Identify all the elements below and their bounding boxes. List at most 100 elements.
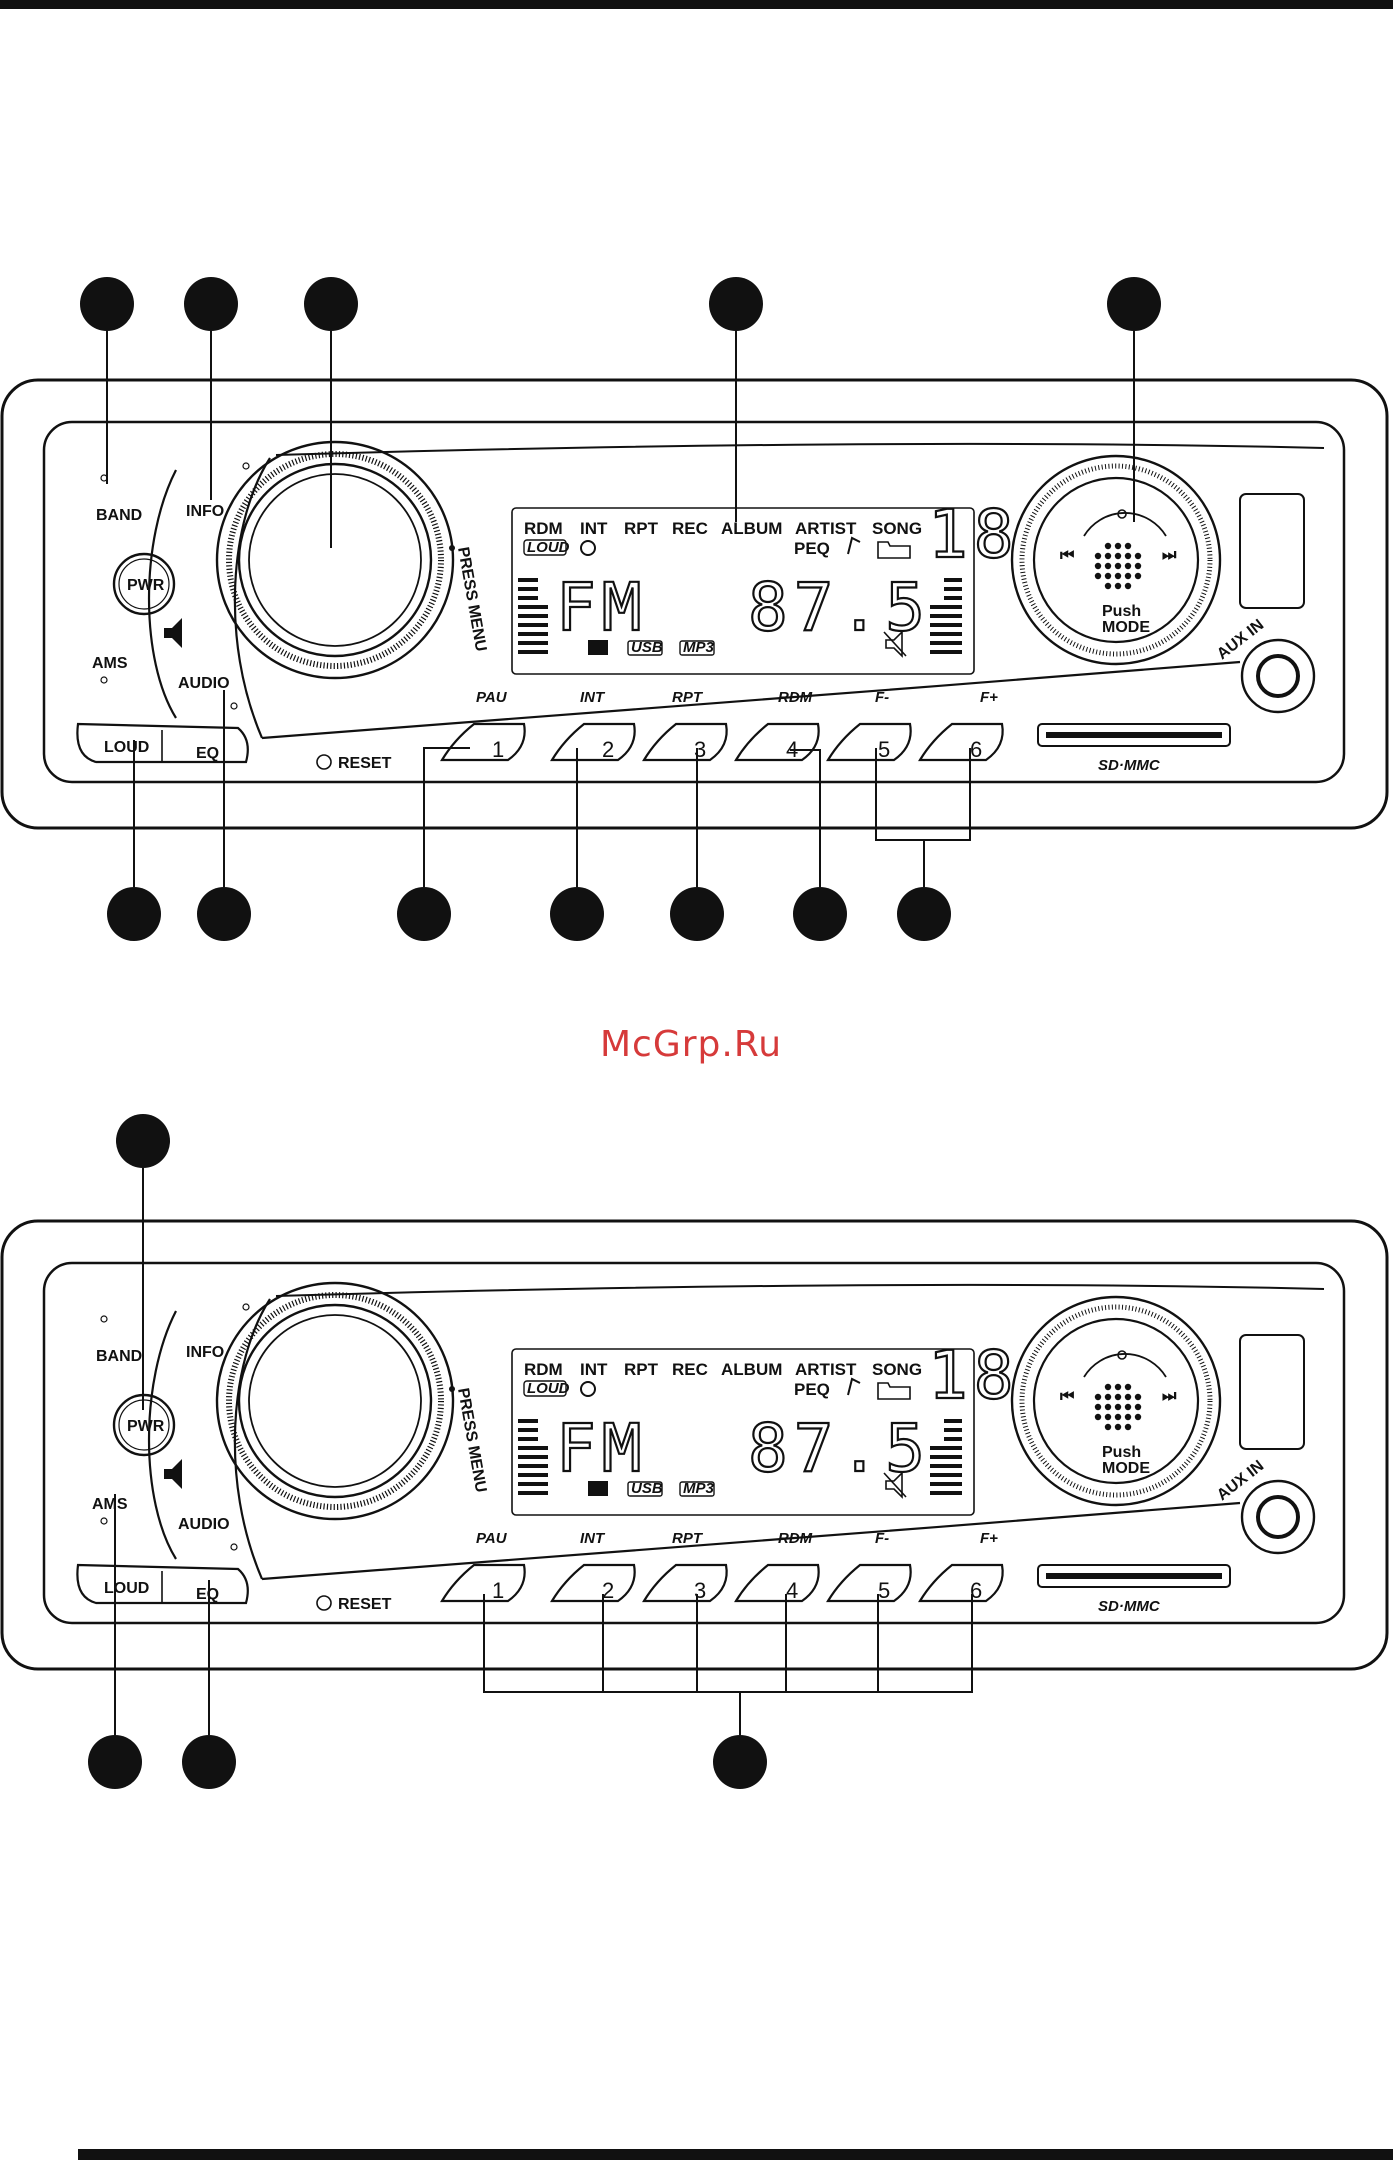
lcd-indicator-3: REC (672, 1360, 708, 1379)
aux-in-jack-outer[interactable] (1240, 638, 1316, 714)
preset-button-4[interactable]: 4 (734, 722, 820, 762)
right-level-bar (930, 623, 962, 627)
knob-bezel-curve (233, 1298, 271, 1580)
preset-number-4: 4 (786, 1578, 798, 1603)
mode-grille-dot (1134, 1403, 1142, 1411)
info-indicator-dot (242, 1303, 250, 1311)
callout-lower-2 (197, 887, 251, 941)
right-level-bar (944, 1437, 962, 1441)
band-button: BAND (96, 1348, 142, 1365)
preset-button-2[interactable]: 2 (550, 1563, 636, 1603)
audio-indicator-dot (230, 1543, 238, 1551)
mode-grille-dot (1124, 1383, 1132, 1391)
lcd-peq-text: PEQ (794, 539, 830, 558)
reset-button[interactable] (316, 1595, 332, 1611)
lcd-peq-text: PEQ (794, 1380, 830, 1399)
mode-outer-ring (1010, 1295, 1222, 1507)
mode-grille-dot (1104, 1383, 1112, 1391)
callout-lower-5 (670, 887, 724, 941)
card-slot[interactable] (1037, 1564, 1231, 1588)
mp3-badge (679, 640, 715, 656)
right-level-bar (930, 641, 962, 645)
preset-button-shape (550, 722, 636, 762)
preset-button-3[interactable]: 3 (642, 722, 728, 762)
preset-button-6[interactable]: 6 (918, 1563, 1004, 1603)
volume-knob[interactable] (215, 1281, 455, 1521)
audio-button: AUDIO (178, 675, 230, 692)
mode-grille-dot (1114, 582, 1122, 590)
preset-label-5: F- (875, 1530, 889, 1547)
push-label: Push (1102, 1444, 1141, 1461)
loud-eq-button-frame (76, 1563, 249, 1605)
sd-card-icon (588, 640, 608, 655)
loud-eq-button-frame (76, 722, 249, 764)
mute-lcd-slash (883, 1472, 907, 1498)
mode-grille-dot (1124, 572, 1132, 580)
usb-badge (627, 640, 663, 656)
mode-knurl (1019, 463, 1213, 657)
left-level-bar (518, 587, 538, 591)
mode-grille-dot (1114, 542, 1122, 550)
lcd-usb-text: USB (631, 1480, 663, 1497)
mode-outer-ring (1010, 454, 1222, 666)
lcd-mp3-text: MP3 (683, 1480, 715, 1497)
left-level-bar (518, 1491, 548, 1495)
preset-number-1: 1 (492, 737, 504, 762)
left-level-bar (518, 596, 538, 600)
knob-bezel-curve (233, 457, 271, 739)
left-level-bar (518, 641, 548, 645)
mode-grille-dot (1094, 572, 1102, 580)
aux-in-jack-outer[interactable] (1240, 1479, 1316, 1555)
mode-arc (1083, 512, 1167, 537)
knob-face-ring (237, 462, 433, 658)
faceplate-outline (42, 1261, 1346, 1625)
mode-grille-dot (1114, 562, 1122, 570)
mode-grille-dot (1134, 552, 1142, 560)
mode-grille-dot (1124, 562, 1132, 570)
lcd-indicator-3: REC (672, 519, 708, 538)
right-level-bar (930, 1455, 962, 1459)
preset-button-5[interactable]: 5 (826, 1563, 912, 1603)
detach-button[interactable] (1239, 1334, 1305, 1450)
preset-button-6[interactable]: 6 (918, 722, 1004, 762)
right-level-bar (930, 1491, 962, 1495)
callout-bottom-1 (88, 1735, 142, 1789)
right-level-bar (944, 1419, 962, 1423)
lcd-indicator-6: SONG (872, 519, 922, 538)
lcd-indicator-2: RPT (624, 519, 659, 538)
mode-grille-dot (1104, 582, 1112, 590)
usb-badge (627, 1481, 663, 1497)
card-slot[interactable] (1037, 723, 1231, 747)
reset-button[interactable] (316, 754, 332, 770)
callout-pwr (116, 1114, 170, 1168)
preset-button-1[interactable]: 1 (440, 1563, 526, 1603)
preset-button-2[interactable]: 2 (550, 722, 636, 762)
volume-knob[interactable] (215, 440, 455, 680)
preset-button-3[interactable]: 3 (642, 1563, 728, 1603)
mode-grille-dot (1114, 552, 1122, 560)
mode-grille-dot (1124, 1393, 1132, 1401)
lcd-indicator-2: RPT (624, 1360, 659, 1379)
callout-lower-1 (107, 887, 161, 941)
detach-button[interactable] (1239, 493, 1305, 609)
next-track-icon: ⏭ (1162, 1388, 1177, 1405)
prev-track-icon: ⏮ (1060, 1388, 1074, 1405)
pwr-button[interactable] (112, 552, 176, 616)
pwr-label: PWR (127, 1418, 165, 1435)
prev-track-icon: ⏮ (1060, 547, 1074, 564)
preset-button-5[interactable]: 5 (826, 722, 912, 762)
preset-button-1[interactable]: 1 (440, 722, 526, 762)
ams-button: AMS (92, 1496, 128, 1513)
press-menu-label: PRESS MENU (454, 546, 489, 653)
reset-label: RESET (338, 1596, 392, 1613)
right-level-bar (930, 650, 962, 654)
info-button: INFO (186, 1344, 224, 1361)
knob-face (248, 1314, 422, 1488)
preset-button-4[interactable]: 4 (734, 1563, 820, 1603)
info-button: INFO (186, 503, 224, 520)
mode-grille-dot (1104, 1393, 1112, 1401)
loud-button: LOUD (104, 1580, 149, 1597)
card-slot-opening (1046, 1573, 1222, 1579)
